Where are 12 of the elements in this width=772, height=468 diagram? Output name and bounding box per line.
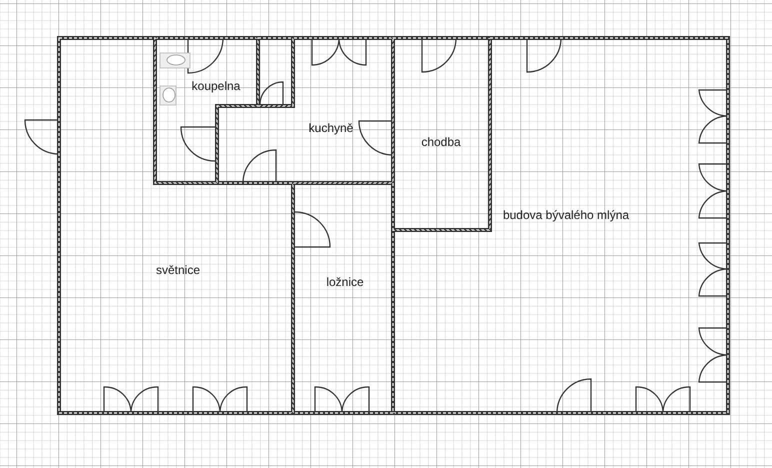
room-outline	[153, 36, 260, 185]
room-label: světnice	[156, 262, 200, 279]
room-outline	[291, 181, 395, 415]
room-outline	[256, 36, 295, 108]
room-label: ložnice	[326, 274, 364, 291]
room-outline	[391, 36, 492, 232]
room-label: budova bývalého mlýna	[502, 207, 630, 224]
room-outline	[391, 36, 730, 415]
room-label: koupelna	[192, 78, 240, 95]
room-outline	[57, 36, 295, 415]
room-label: chodba	[421, 134, 461, 151]
room-label: kuchyně	[308, 120, 354, 137]
